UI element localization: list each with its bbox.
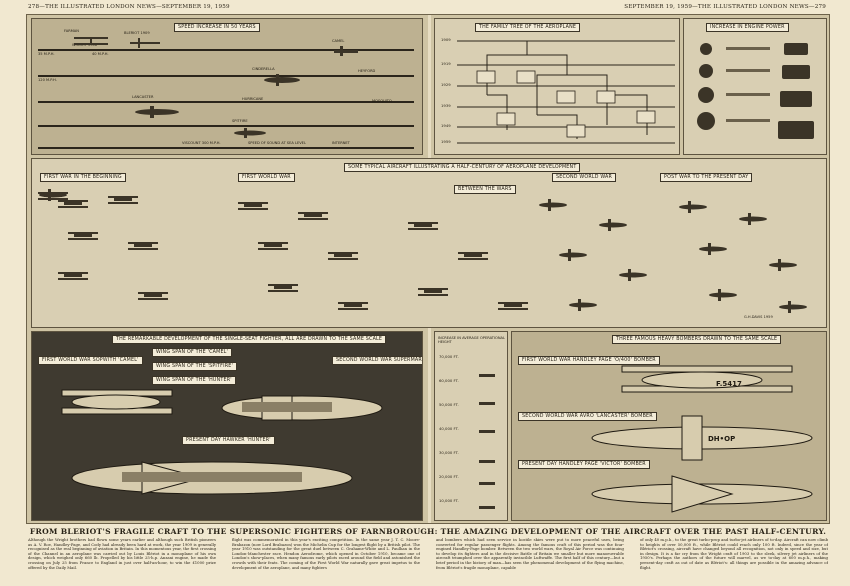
victor-label: PRESENT DAY HANDLEY PAGE 'VICTOR' BOMBER (518, 460, 650, 469)
family-tree-title: THE FAMILY TREE OF THE AEROPLANE (475, 23, 581, 32)
header-left: 278—THE ILLUSTRATED LONDON NEWS—SEPTEMBE… (28, 4, 230, 10)
bomber-illustrations (591, 365, 813, 513)
section-post-war: POST WAR TO THE PRESENT DAY (660, 173, 753, 182)
engine-power-panel: INCREASE IN ENGINE POWER (683, 18, 827, 155)
serial-dhop: DH•OP (708, 435, 736, 443)
serial-f5417: F.5417 (716, 380, 742, 388)
camel-fighter-icon (334, 46, 358, 56)
article-columns: Although the Wright brothers had flown s… (28, 538, 828, 584)
spitfire-label: SECOND WORLD WAR SUPERMARINE SPITFIRE (332, 356, 422, 365)
handley-page-label: FIRST WORLD WAR HANDLEY PAGE 'O/400' BOM… (518, 356, 660, 365)
single-seat-title: THE REMARKABLE DEVELOPMENT OF THE SINGLE… (112, 335, 387, 344)
section-ww2: SECOND WORLD WAR (552, 173, 617, 182)
wright-biplane-icon (74, 37, 108, 45)
bombers-panel: THREE FAMOUS HEAVY BOMBERS DRAWN TO THE … (511, 331, 827, 521)
engine-illustrations (697, 43, 814, 139)
section-beginning: FIRST WAR IN THE BEGINNING (40, 173, 126, 182)
hunter-label: PRESENT DAY HAWKER 'HUNTER' (182, 436, 275, 445)
bleriot-monoplane-icon (130, 38, 160, 48)
lancaster-bomber-icon (135, 106, 179, 118)
single-seat-panel: THE REMARKABLE DEVELOPMENT OF THE SINGLE… (31, 331, 423, 521)
airliner-icon (264, 74, 300, 86)
article-column-3: and bombers which had seen service in ho… (436, 538, 624, 570)
section-between-wars: BETWEEN THE WARS (454, 185, 516, 194)
spitfire-icon (234, 128, 266, 138)
article-column-4: of only 40 m.p.h., to the great turbo-pr… (640, 538, 828, 570)
article-column-1: Although the Wright brothers had flown s… (28, 538, 216, 570)
header-right: SEPTEMBER 19, 1959—THE ILLUSTRATED LONDO… (624, 4, 826, 10)
aircraft-collection (38, 189, 807, 313)
family-tree-diagram (457, 40, 675, 144)
artist-signature: G.H.DAVIS 1959 (744, 315, 773, 319)
altitude-title: INCREASE IN AVERAGE OPERATIONAL HEIGHT (438, 336, 505, 344)
page-header: 278—THE ILLUSTRATED LONDON NEWS—SEPTEMBE… (0, 0, 850, 14)
half-century-panel: SOME TYPICAL AIRCRAFT ILLUSTRATING A HAL… (31, 158, 827, 328)
illustration-spread: SPEED INCREASE IN 50 YEARS FARMAN BLERIO… (26, 14, 830, 524)
altitude-panel: INCREASE IN AVERAGE OPERATIONAL HEIGHT 7… (434, 331, 508, 521)
main-caption: FROM BLERIOT'S FRAGILE CRAFT TO THE SUPE… (29, 527, 827, 536)
bombers-title: THREE FAMOUS HEAVY BOMBERS DRAWN TO THE … (612, 335, 782, 344)
section-ww1: FIRST WORLD WAR (238, 173, 295, 182)
speed-panel: SPEED INCREASE IN 50 YEARS FARMAN BLERIO… (31, 18, 423, 155)
fighter-cutaways (61, 389, 383, 495)
altitude-planes (479, 374, 495, 509)
engine-power-title: INCREASE IN ENGINE POWER (706, 23, 789, 32)
speed-title: SPEED INCREASE IN 50 YEARS (174, 23, 260, 32)
half-century-title: SOME TYPICAL AIRCRAFT ILLUSTRATING A HAL… (344, 163, 581, 172)
family-tree-panel: THE FAMILY TREE OF THE AEROPLANE 1909 19… (434, 18, 680, 155)
article-column-2: flight was commemorated in this year's e… (232, 538, 420, 570)
camel-label: FIRST WORLD WAR SOPWITH 'CAMEL' (38, 356, 143, 365)
lancaster-label: SECOND WORLD WAR AVRO 'LANCASTER' BOMBER (518, 412, 657, 421)
